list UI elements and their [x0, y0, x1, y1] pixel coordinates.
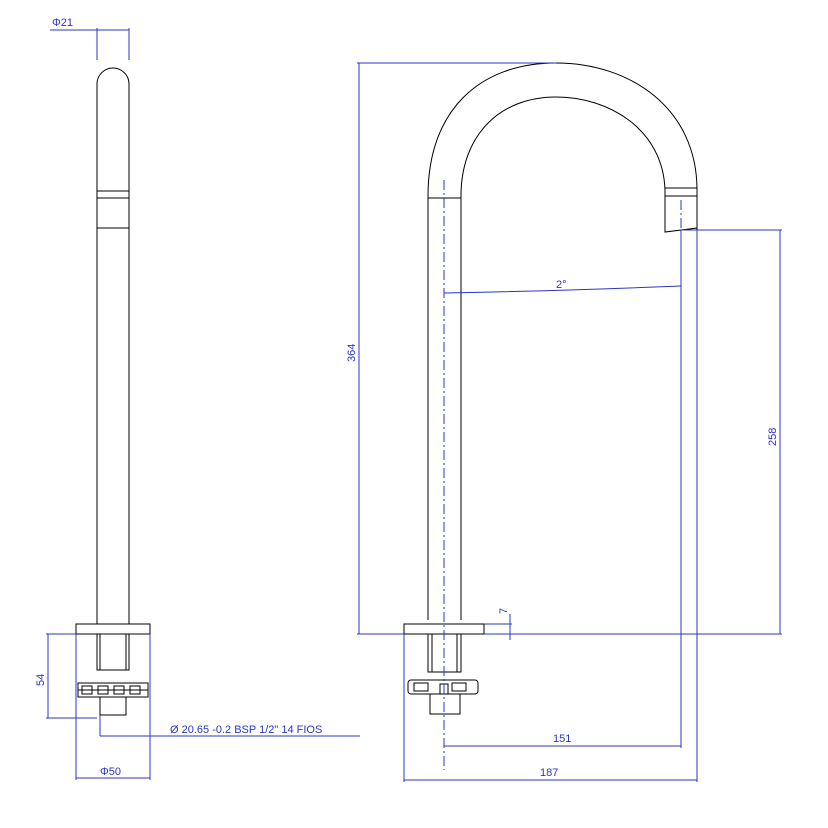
spout-inner-outline — [460, 96, 666, 620]
side-base-flange — [75, 623, 151, 635]
spout-outer-outline — [427, 62, 698, 620]
thread-spec-label: Ø 20.65 -0.2 BSP 1/2" 14 FIOS — [170, 724, 322, 736]
total-height-label: 364 — [346, 344, 358, 362]
front-view: 364 258 2° 7 151 187 — [346, 62, 782, 782]
angle-label: 2° — [556, 279, 567, 291]
width-label: 187 — [540, 767, 558, 779]
spout-height-label: 258 — [767, 428, 779, 446]
side-height-label: 54 — [35, 674, 47, 686]
aerator-tip — [664, 195, 698, 233]
offset-label: 7 — [498, 608, 510, 614]
side-top-diameter-label: Φ21 — [52, 17, 73, 29]
side-spout-outline — [96, 67, 130, 230]
side-view: Φ21 54 Ø 20.65 -0.2 BSP 1/2" 14 FIOS Φ50 — [35, 17, 360, 780]
reach-label: 151 — [553, 733, 571, 745]
side-base-diameter-label: Φ50 — [100, 766, 121, 778]
